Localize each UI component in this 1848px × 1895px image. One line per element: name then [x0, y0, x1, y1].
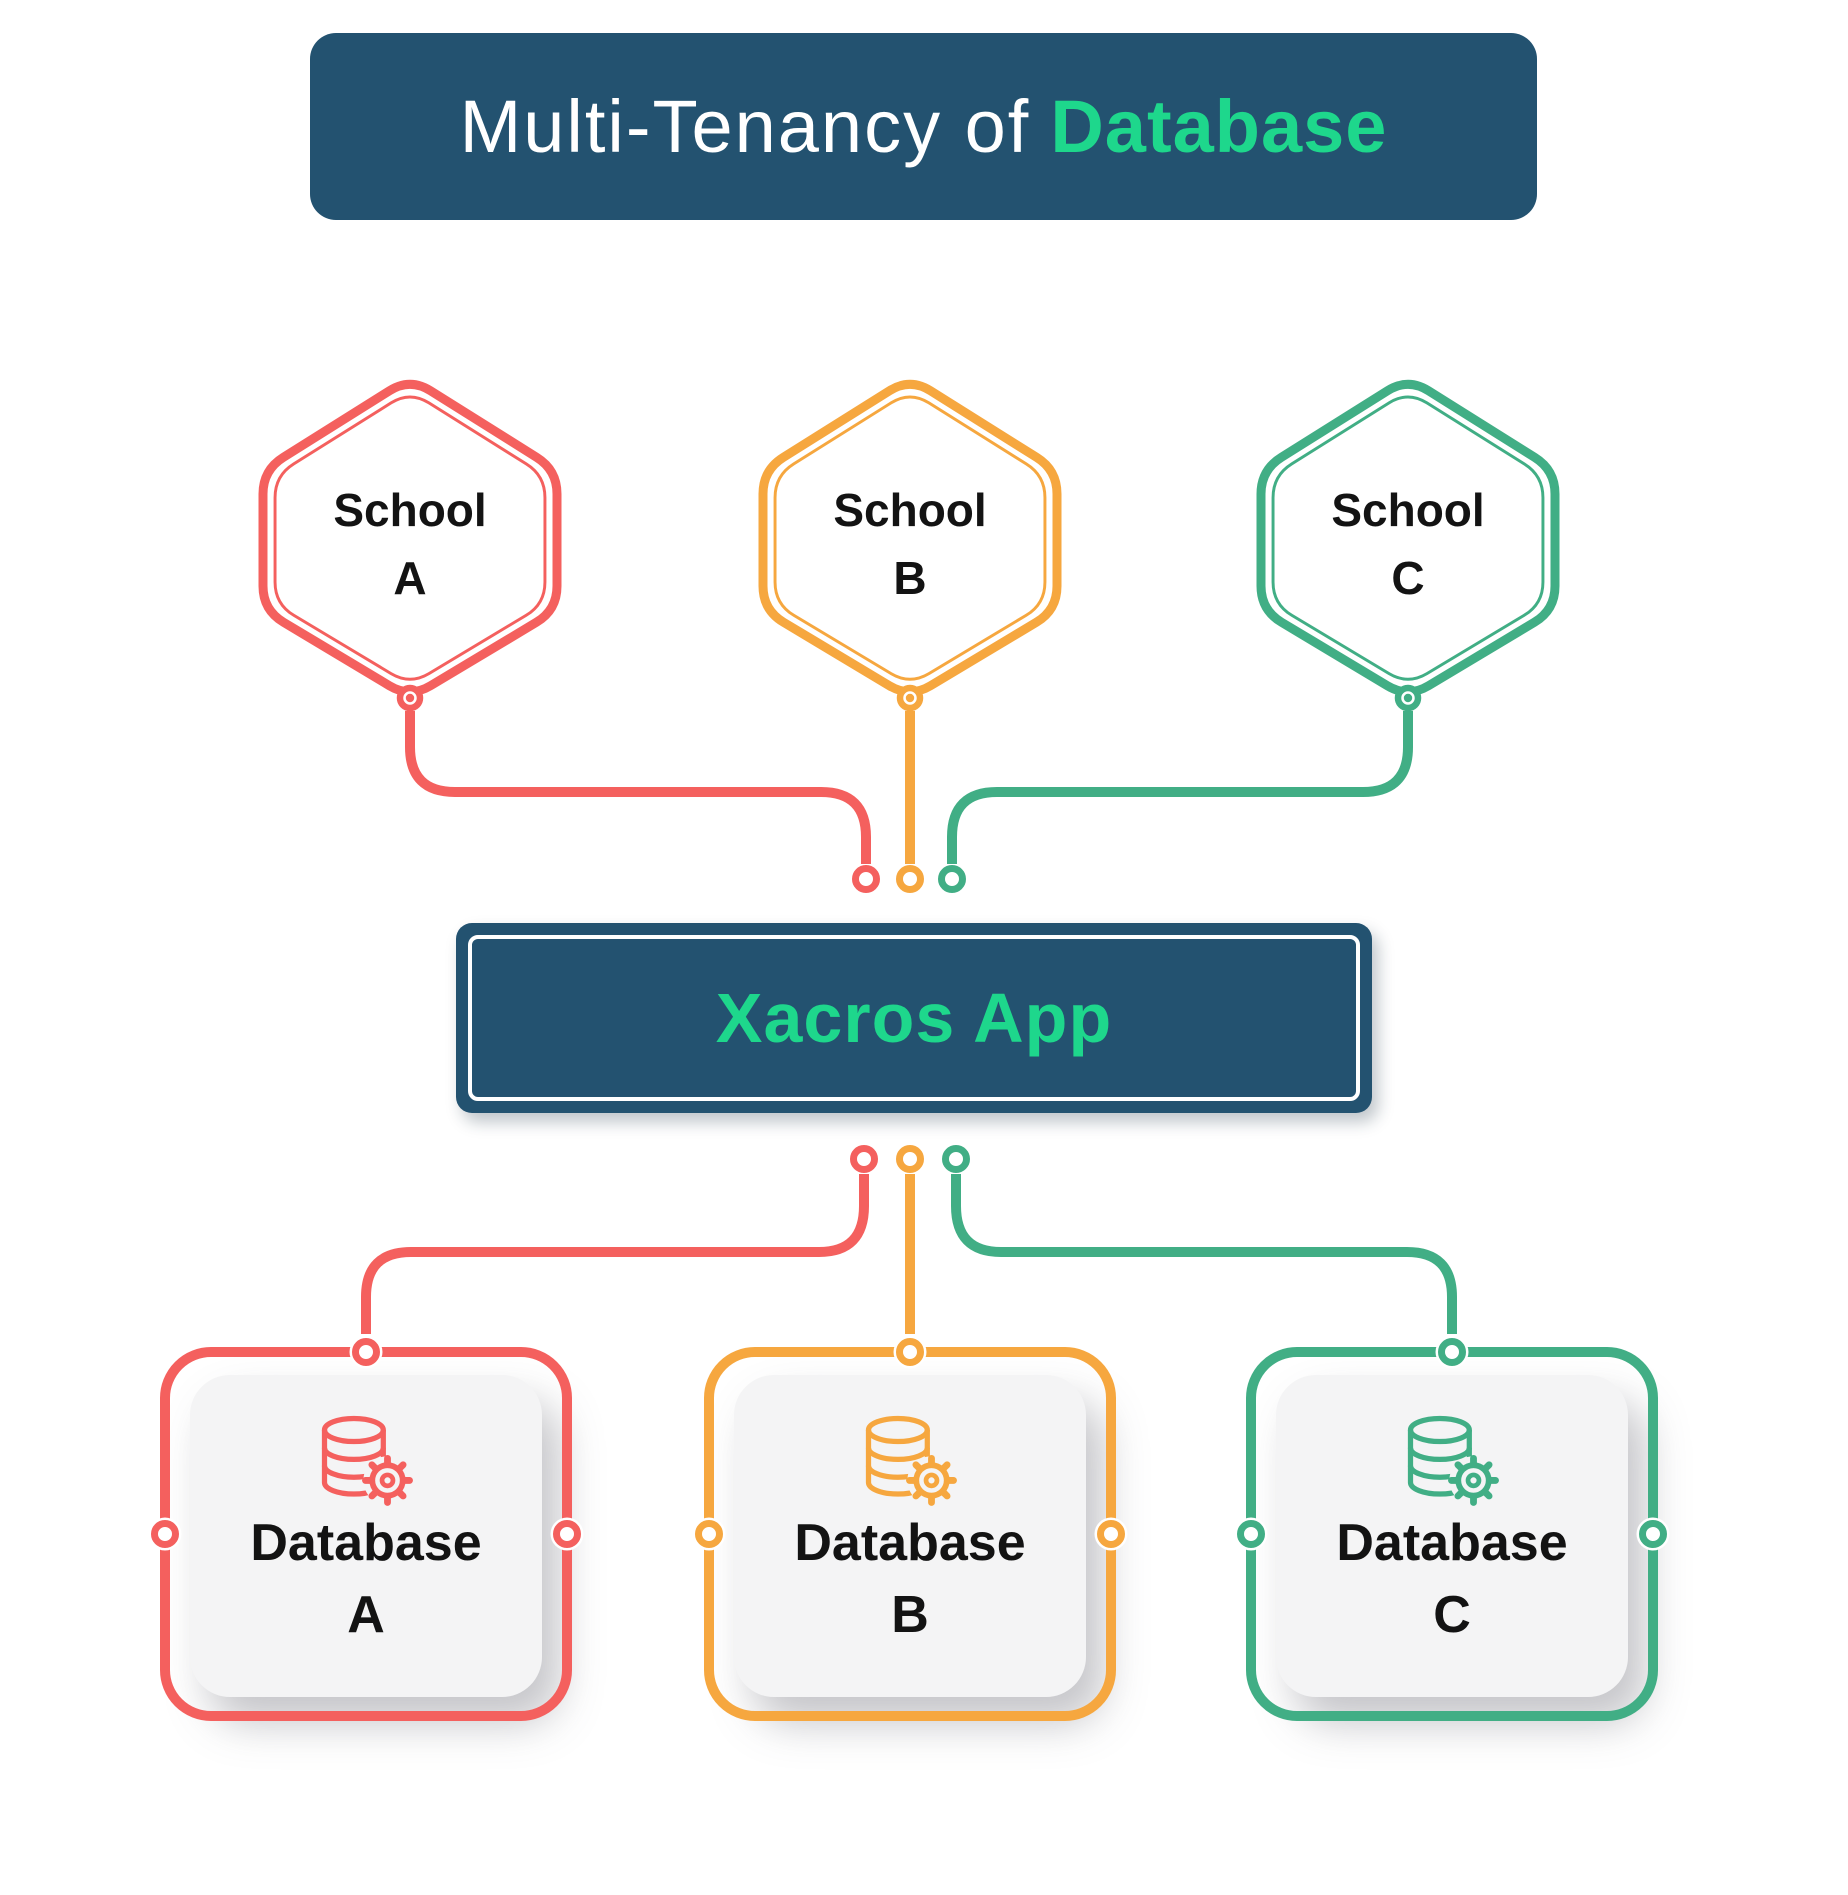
database-c-card: Database C — [1276, 1375, 1628, 1697]
school-a-label: School A — [263, 484, 557, 604]
connector-school-a-to-app — [405, 711, 871, 864]
app-input-rings — [852, 865, 966, 893]
database-a-card: Database A — [190, 1375, 542, 1697]
school-name: School — [333, 484, 487, 536]
database-card-name: Database — [794, 1514, 1026, 1572]
database-gear-icon — [858, 1413, 963, 1510]
school-letter: B — [893, 552, 927, 604]
school-c-label: School C — [1261, 484, 1555, 604]
database-card-letter: C — [1433, 1586, 1471, 1644]
xacros-app-box: Xacros App — [456, 923, 1372, 1113]
database-card-letter: B — [891, 1586, 929, 1644]
school-letter: A — [393, 552, 427, 604]
school-name: School — [1331, 484, 1485, 536]
database-card-letter: A — [347, 1586, 385, 1644]
database-card-name: Database — [1336, 1514, 1568, 1572]
title-prefix: Multi-Tenancy of — [459, 85, 1031, 168]
hexagon-port-dots — [396, 684, 1422, 712]
connector-app-to-database-c — [951, 1174, 1457, 1334]
app-box-inner-border — [468, 935, 1360, 1101]
school-b-label: School B — [763, 484, 1057, 604]
database-gear-icon — [1400, 1413, 1505, 1510]
database-gear-icon — [314, 1413, 419, 1510]
connector-app-to-database-a — [361, 1174, 869, 1334]
connector-school-c-to-app — [947, 711, 1413, 864]
school-letter: C — [1391, 552, 1425, 604]
database-b-card: Database B — [734, 1375, 1086, 1697]
database-card-name: Database — [250, 1514, 482, 1572]
school-name: School — [833, 484, 987, 536]
title-highlight: Database — [1050, 85, 1388, 168]
diagram-title-banner: Multi-Tenancy of Database — [310, 33, 1537, 220]
app-label: Xacros App — [715, 979, 1113, 1057]
app-output-rings — [850, 1145, 970, 1173]
